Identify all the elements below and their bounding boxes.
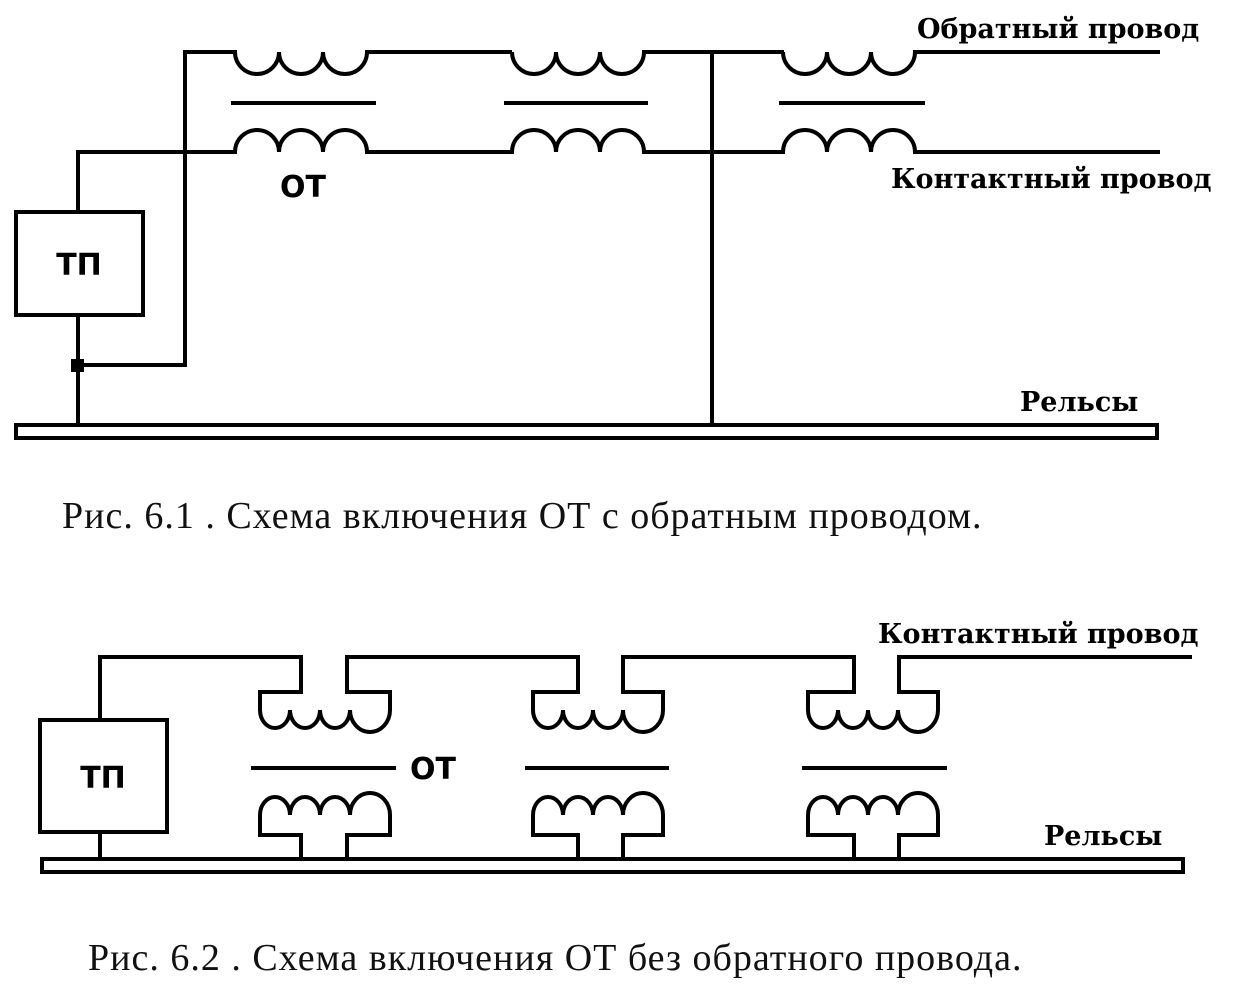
caption-6-1: Рис. 6.1 . Схема включения ОТ с обратным… [62,495,983,537]
upper-coil-2 [531,690,665,734]
substation-label-2: ТП [80,761,126,796]
rails [14,423,1159,440]
contact-wire-label-2: Контактный провод [878,619,1198,650]
contact-wire-coil-3 [781,128,917,153]
figure-6-2: ТП Контактный провод Рельсы ОТ Рис. 6.2 … [38,619,1198,979]
upper-coil-3 [806,690,940,734]
figure-6-1: ТП Обратный провод Контактный провод Рел… [14,14,1211,537]
lower-coil-2 [531,791,665,859]
substation-box-2 [38,718,169,834]
rails-2 [40,857,1185,874]
transformer-label-2: ОТ [410,752,457,787]
return-wire-coil-1 [233,51,369,76]
upper-coil-1 [258,690,392,734]
feeder-return [76,50,187,367]
lower-coil-1 [258,791,392,859]
substation-label: ТП [56,248,102,283]
contact-wire-label: Контактный провод [891,164,1211,195]
return-wire-coil-3 [781,51,917,76]
junction-dot [71,359,84,372]
lower-coil-3 [806,791,940,859]
return-wire-coil-2 [510,51,646,76]
substation-box [14,210,145,317]
contact-wire-coil-1 [233,128,369,153]
caption-6-2: Рис. 6.2 . Схема включения ОТ без обратн… [88,937,1022,979]
return-wire-label: Обратный провод [917,14,1199,45]
contact-wire-coil-2 [510,128,646,153]
rails-label: Рельсы [1020,387,1138,418]
transformer-label: ОТ [280,170,327,205]
contact-wire-2 [98,655,1192,722]
rails-label-2: Рельсы [1044,821,1162,852]
